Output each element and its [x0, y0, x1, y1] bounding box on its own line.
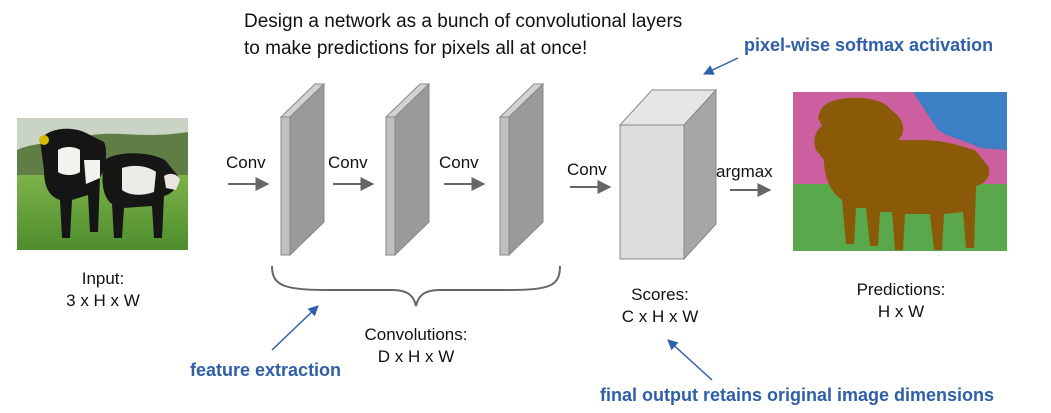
input-photo — [17, 118, 188, 250]
final-output-pointer-arrow — [667, 339, 713, 381]
heading-line-1: Design a network as a bunch of convoluti… — [244, 11, 682, 32]
final-output-annotation: final output retains original image dime… — [600, 385, 994, 405]
argmax-label: argmax — [716, 162, 773, 181]
heading-line-2: to make predictions for pixels all at on… — [244, 38, 587, 59]
convolutions-dims: D x H x W — [378, 347, 455, 366]
convolutions-brace — [271, 265, 561, 307]
conv-layer-1 — [279, 82, 326, 257]
feature-extraction-pointer-arrow — [271, 305, 319, 351]
predictions-title: Predictions: — [857, 280, 946, 299]
scores-block — [618, 88, 718, 261]
conv-label-1: Conv — [226, 153, 266, 172]
conv-label-4: Conv — [567, 160, 607, 179]
predictions-segmentation — [793, 92, 1007, 251]
scores-title: Scores: — [631, 285, 689, 304]
convolutions-title: Convolutions: — [364, 325, 467, 344]
softmax-annotation: pixel-wise softmax activation — [744, 35, 993, 55]
conv-layer-3 — [498, 82, 545, 257]
conv-layer-2 — [384, 82, 431, 257]
conv-label-2: Conv — [328, 153, 368, 172]
feature-extraction-annotation: feature extraction — [190, 360, 341, 380]
input-dims: 3 x H x W — [66, 291, 140, 310]
predictions-dims: H x W — [878, 302, 924, 321]
scores-dims: C x H x W — [622, 307, 699, 326]
softmax-pointer-arrow — [703, 57, 739, 75]
input-title: Input: — [82, 269, 125, 288]
conv-label-3: Conv — [439, 153, 479, 172]
